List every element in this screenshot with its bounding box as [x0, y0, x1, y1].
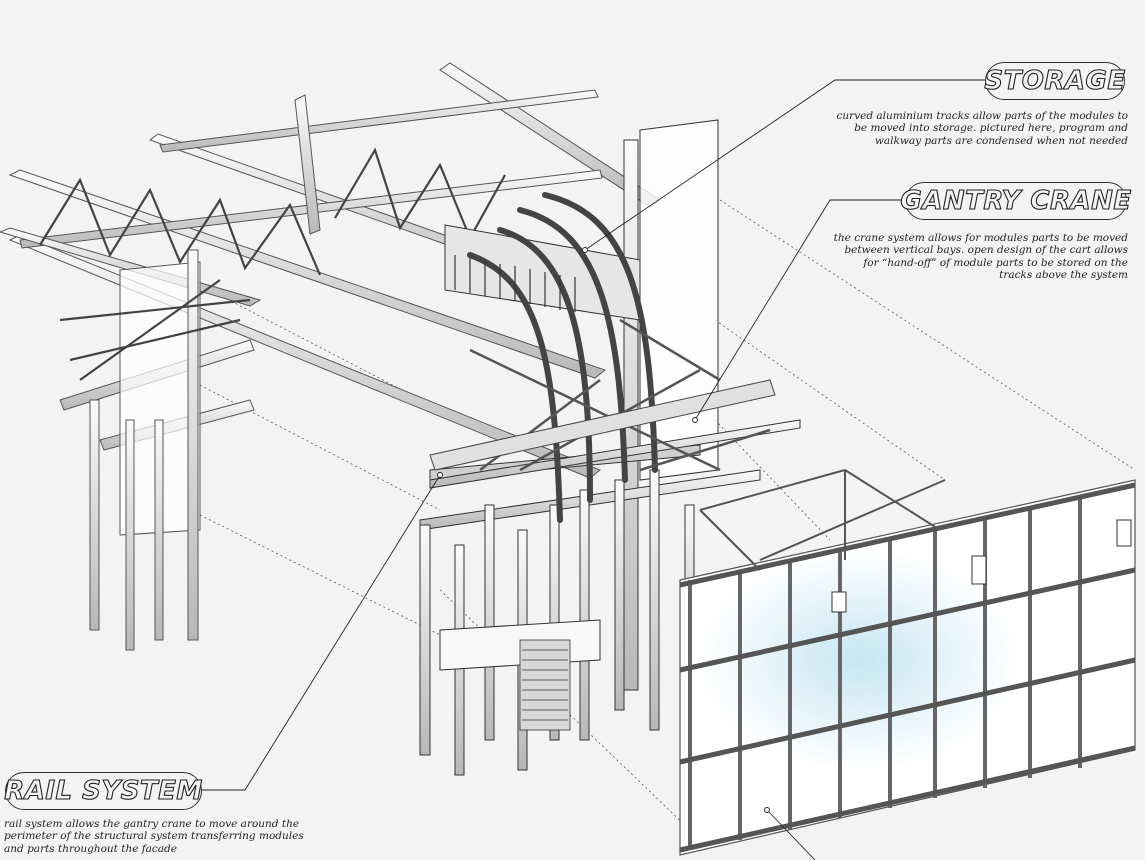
leader-lines: [200, 79, 985, 860]
gantry-crane-title: GANTRY CRANE: [900, 185, 1132, 216]
storage-description: curved aluminium tracks allow parts of t…: [836, 110, 1128, 147]
facade-rooftop-bracing: [699, 469, 946, 571]
folded-panel-stack: [519, 639, 571, 731]
glass-facade: [679, 479, 1136, 856]
rail-system-description: rail system allows the gantry crane to m…: [4, 818, 304, 855]
left-truss-webbing: [39, 147, 506, 381]
storage-cage: [454, 255, 576, 312]
gantry-crane-description: the crane system allows for modules part…: [833, 232, 1128, 282]
center-bracing: [469, 318, 771, 472]
storage-title: STORAGE: [984, 65, 1126, 96]
left-truss-structure: [0, 62, 661, 651]
rail-system-label-pill: RAIL SYSTEM: [4, 772, 203, 810]
rail-system-title: RAIL SYSTEM: [4, 775, 203, 806]
gantry-crane-label-pill: GANTRY CRANE: [900, 182, 1132, 220]
gantry-cylinder: [429, 379, 776, 471]
storage-label-pill: STORAGE: [984, 62, 1126, 100]
